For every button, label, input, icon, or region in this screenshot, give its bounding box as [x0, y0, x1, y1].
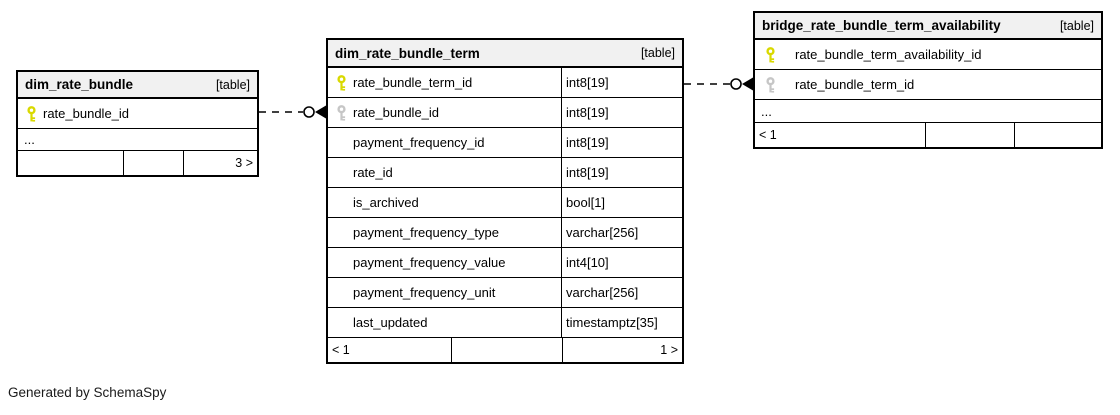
column-name: rate_bundle_id — [43, 106, 130, 121]
column-type: varchar[256] — [561, 218, 682, 247]
crowfoot-arrow-icon — [742, 77, 753, 91]
ellipsis-row: ... — [18, 129, 257, 151]
column-row: payment_frequency_unit varchar[256] — [328, 278, 682, 308]
column-type: int8[19] — [561, 158, 682, 187]
column-type: int8[19] — [561, 68, 682, 97]
key-slot — [328, 74, 353, 91]
column-type: bool[1] — [561, 188, 682, 217]
footer-cell: < 1 — [759, 128, 777, 142]
primary-key-icon — [766, 46, 775, 63]
table-bridge-rate-bundle-term-availability[interactable]: bridge_rate_bundle_term_availability [ta… — [753, 11, 1103, 149]
key-slot — [18, 105, 43, 122]
circle-terminator-icon — [730, 78, 742, 90]
circle-terminator-icon — [303, 106, 315, 118]
column-row: payment_frequency_value int4[10] — [328, 248, 682, 278]
table-name[interactable]: dim_rate_bundle — [25, 77, 134, 92]
column-type: varchar[256] — [561, 278, 682, 307]
column-type: int8[19] — [561, 128, 682, 157]
column-name: payment_frequency_value — [353, 255, 506, 270]
crowfoot-arrow-icon — [315, 105, 326, 119]
table-dim-rate-bundle-term[interactable]: dim_rate_bundle_term [table] rate_bundle… — [326, 38, 684, 364]
column-row: payment_frequency_id int8[19] — [328, 128, 682, 158]
column-name: is_archived — [353, 195, 419, 210]
table-tag: [table] — [640, 46, 675, 60]
column-name: payment_frequency_unit — [353, 285, 496, 300]
footer-cell — [925, 123, 1014, 147]
column-type: timestamptz[35] — [561, 308, 682, 337]
foreign-key-icon — [337, 104, 346, 121]
table-footer: < 1 — [755, 123, 1101, 147]
column-row: payment_frequency_type varchar[256] — [328, 218, 682, 248]
primary-key-icon — [27, 105, 36, 122]
column-row: rate_bundle_term_availability_id — [755, 40, 1101, 70]
ellipsis-row: ... — [755, 100, 1101, 123]
column-name: rate_bundle_term_id — [353, 75, 473, 90]
table-footer: 3 > — [18, 151, 257, 175]
column-row: rate_bundle_term_id int8[19] — [328, 68, 682, 98]
table-tag: [table] — [1059, 18, 1094, 33]
primary-key-icon — [337, 74, 346, 91]
key-slot — [755, 76, 795, 93]
footer-cell: 1 > — [562, 338, 682, 362]
footer-cell — [123, 151, 183, 175]
column-type: int8[19] — [561, 98, 682, 127]
key-slot — [755, 46, 795, 63]
table-dim-rate-bundle[interactable]: dim_rate_bundle [table] rate_bundle_id .… — [16, 70, 259, 177]
table-tag: [table] — [215, 77, 250, 92]
footer-cell — [1014, 123, 1101, 147]
table-header: dim_rate_bundle [table] — [18, 72, 257, 99]
column-row: last_updated timestamptz[35] — [328, 308, 682, 338]
column-row: rate_bundle_id — [18, 99, 257, 129]
table-name[interactable]: bridge_rate_bundle_term_availability — [762, 18, 1001, 33]
column-row: rate_id int8[19] — [328, 158, 682, 188]
column-name: payment_frequency_id — [353, 135, 485, 150]
table-footer: < 1 1 > — [328, 338, 682, 362]
column-name: rate_id — [353, 165, 393, 180]
column-row: rate_bundle_id int8[19] — [328, 98, 682, 128]
column-row: is_archived bool[1] — [328, 188, 682, 218]
column-name: rate_bundle_term_id — [795, 77, 915, 92]
column-name: payment_frequency_type — [353, 225, 499, 240]
relationship-line-rate-bundle-term — [684, 77, 753, 91]
foreign-key-icon — [766, 76, 775, 93]
table-header: dim_rate_bundle_term [table] — [328, 40, 682, 68]
relationship-line-rate-bundle — [259, 105, 326, 119]
table-name[interactable]: dim_rate_bundle_term — [335, 45, 480, 61]
footer-cell: 3 > — [183, 151, 257, 175]
table-header: bridge_rate_bundle_term_availability [ta… — [755, 13, 1101, 40]
footer-cell: < 1 — [332, 343, 350, 357]
footer-cell — [451, 338, 562, 362]
key-slot — [328, 104, 353, 121]
column-name: last_updated — [353, 315, 428, 330]
column-name: rate_bundle_term_availability_id — [795, 47, 982, 62]
column-row: rate_bundle_term_id — [755, 70, 1101, 100]
column-name: rate_bundle_id — [353, 105, 440, 120]
footer-cell — [18, 151, 123, 175]
column-type: int4[10] — [561, 248, 682, 277]
generated-by-note: Generated by SchemaSpy — [8, 385, 167, 400]
